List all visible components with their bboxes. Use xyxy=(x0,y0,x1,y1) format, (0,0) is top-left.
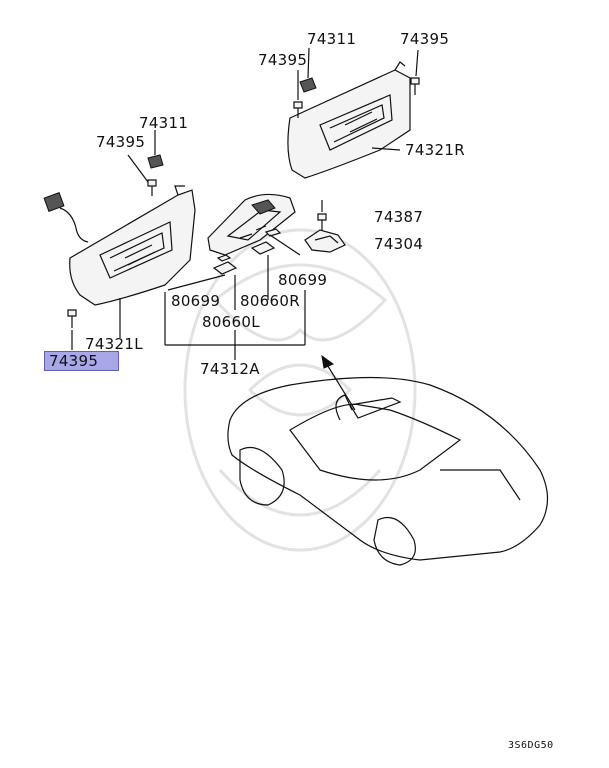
visor-wire-connector xyxy=(43,192,89,243)
clip-left-74311 xyxy=(147,130,164,169)
label-74304: 74304 xyxy=(374,235,424,253)
label-80699-right: 80699 xyxy=(278,271,328,289)
label-80699-left: 80699 xyxy=(171,292,221,310)
label-74321L: 74321L xyxy=(85,335,143,353)
label-74321R: 74321R xyxy=(405,141,465,159)
label-74395-right-a: 74395 xyxy=(258,51,308,69)
sun-visor-right xyxy=(287,61,411,179)
screw-74387 xyxy=(317,200,327,230)
screw-right-b xyxy=(410,49,420,95)
label-74311-left: 74311 xyxy=(139,114,189,132)
sun-visor-left xyxy=(69,185,196,306)
map-lamp-assembly xyxy=(207,193,296,256)
label-80660L: 80660L xyxy=(202,313,260,331)
leader-74321R xyxy=(371,147,401,151)
label-74395-left: 74395 xyxy=(96,133,146,151)
screw-right-a xyxy=(293,70,303,118)
bracket-74304 xyxy=(304,229,346,253)
clip-right-74311 xyxy=(299,47,317,93)
lamp-lens-right xyxy=(250,228,282,255)
label-74312A: 74312A xyxy=(200,360,260,378)
highlighted-part-74395[interactable]: 74395 xyxy=(44,351,120,371)
watermark-emblem xyxy=(183,228,417,552)
screw-left-74395 xyxy=(127,154,157,196)
pointer-arrow xyxy=(321,354,356,411)
lamp-leader-lines xyxy=(164,234,306,360)
label-74387: 74387 xyxy=(374,208,424,226)
diagram-code: 3S6DG50 xyxy=(508,740,554,751)
label-74311-right: 74311 xyxy=(307,30,357,48)
label-80660R: 80660R xyxy=(240,292,300,310)
lamp-lens-left xyxy=(212,254,238,275)
screw-left-lower xyxy=(67,309,77,350)
label-74395-right-b: 74395 xyxy=(400,30,450,48)
car-outline xyxy=(227,376,549,566)
